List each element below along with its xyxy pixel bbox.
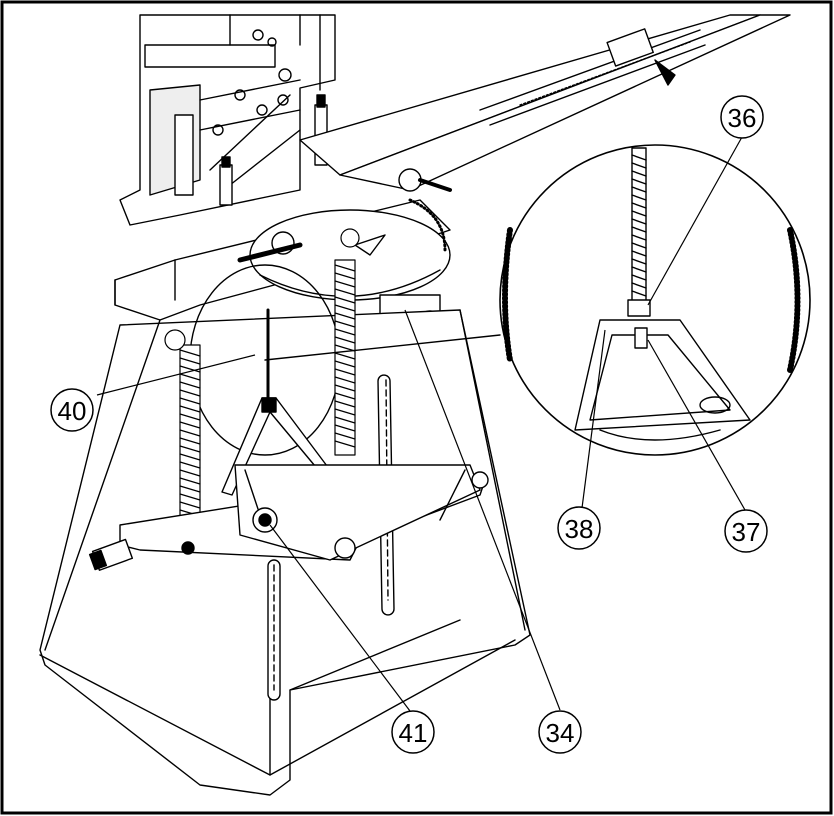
magnifier-connector (264, 334, 501, 361)
callout-41-label: 41 (399, 718, 428, 748)
leader-38 (581, 329, 606, 509)
leader-37 (647, 339, 746, 511)
callout-40-label: 40 (58, 396, 87, 426)
callout-leaders (96, 136, 746, 716)
callout-36: 36 (720, 95, 764, 139)
leader-40 (96, 354, 256, 396)
callout-37-label: 37 (732, 517, 761, 547)
tripod (221, 308, 331, 496)
callout-38-label: 38 (565, 514, 594, 544)
detail-magnifier (499, 144, 811, 456)
machine-drawing (39, 14, 811, 796)
fence-rail (299, 14, 791, 191)
callout-36-label: 36 (728, 103, 757, 133)
pedal-frame (88, 464, 489, 571)
leader-34 (404, 309, 561, 711)
spring-right (334, 228, 360, 456)
leader-41 (269, 524, 414, 716)
callout-34-label: 34 (546, 718, 575, 748)
column-head (119, 14, 336, 226)
spring-left (164, 329, 201, 551)
callout-38: 38 (557, 506, 601, 550)
leader-36 (647, 136, 743, 306)
callout-37: 37 (724, 509, 768, 553)
turntable (114, 168, 452, 336)
callout-40: 40 (50, 388, 94, 432)
callout-34: 34 (538, 710, 582, 754)
callout-41: 41 (391, 710, 435, 754)
